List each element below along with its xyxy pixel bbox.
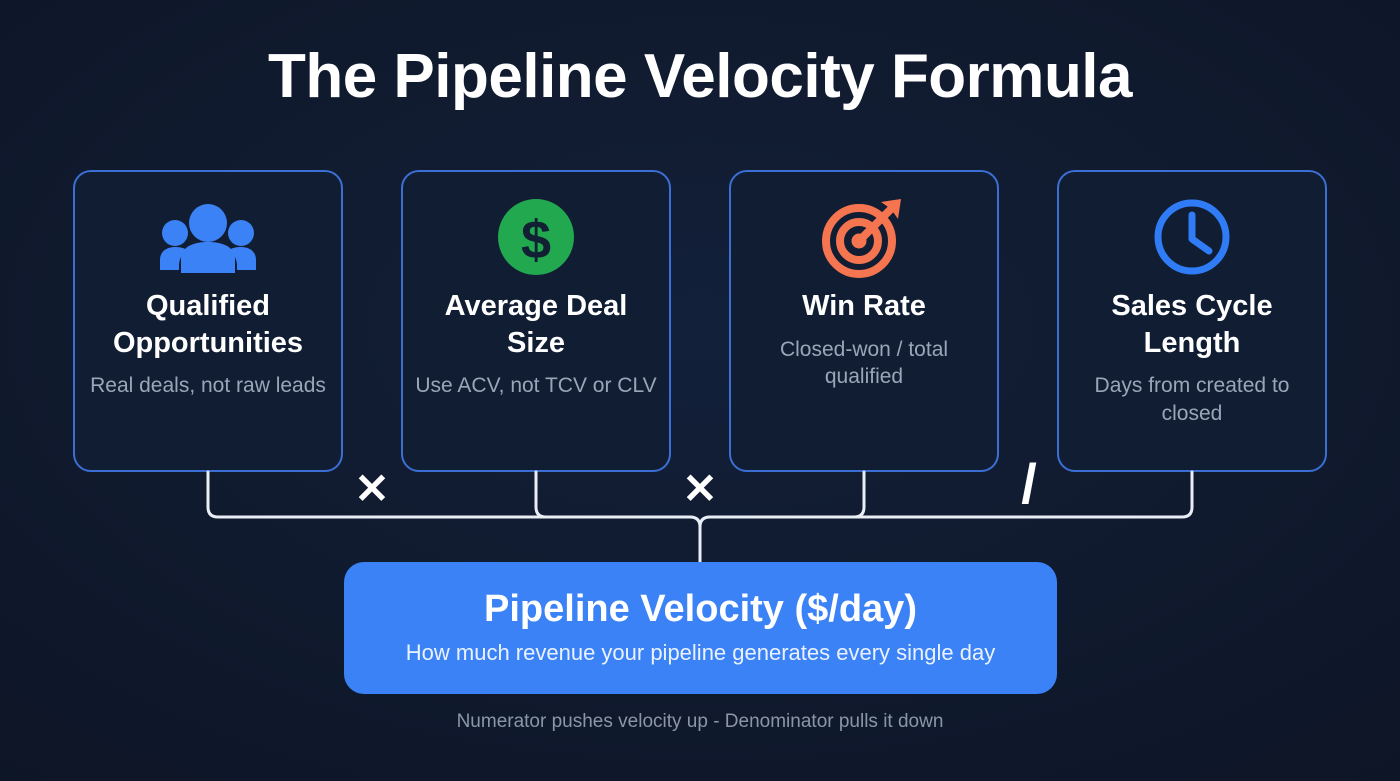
page-title: The Pipeline Velocity Formula	[267, 42, 1133, 111]
card-subtitle: Closed-won / total qualified	[779, 337, 949, 389]
operator-multiply-2: ✕	[682, 465, 718, 512]
people-group-icon	[160, 198, 256, 276]
operator-multiply-1: ✕	[354, 465, 390, 512]
card-title: Qualified Opportunities	[112, 290, 304, 359]
card-subtitle: Real deals, not raw leads	[90, 374, 326, 398]
result-title: Pipeline Velocity ($/day)	[484, 588, 917, 631]
card-subtitle: Use ACV, not TCV or CLV	[415, 374, 657, 398]
result-subtitle: How much revenue your pipeline generates…	[405, 640, 996, 666]
card-win-rate[interactable]: Win Rate Closed-won / total qualified	[729, 170, 999, 472]
card-sales-cycle-length[interactable]: Sales Cycle Length Days from created to …	[1057, 170, 1327, 472]
svg-text:$: $	[521, 210, 551, 270]
operator-divide: /	[1021, 452, 1037, 515]
footer-caption: Numerator pushes velocity up - Denominat…	[456, 711, 944, 732]
dollar-circle-icon: $	[497, 198, 575, 276]
card-subtitle: Days from created to closed	[1094, 374, 1290, 425]
formula-cards-row: Qualified Opportunities Real deals, not …	[0, 170, 1400, 512]
card-title: Win Rate	[802, 290, 926, 322]
target-arrow-icon	[821, 198, 907, 278]
card-qualified-opportunities[interactable]: Qualified Opportunities Real deals, not …	[73, 170, 343, 472]
card-average-deal-size[interactable]: $ Average Deal Size Use ACV, not TCV or …	[401, 170, 671, 472]
card-title: Sales Cycle Length	[1111, 290, 1273, 359]
result-pipeline-velocity[interactable]: Pipeline Velocity ($/day) How much reven…	[344, 562, 1057, 694]
connector-tree	[0, 470, 1400, 570]
card-title: Average Deal Size	[444, 290, 628, 359]
clock-icon	[1152, 198, 1232, 276]
